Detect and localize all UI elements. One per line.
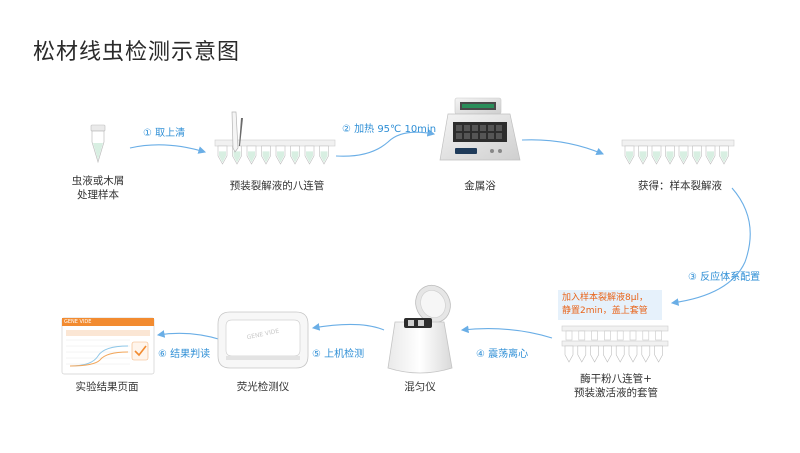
- label-mixer: 混匀仪: [404, 381, 436, 393]
- arrow-4: [670, 187, 751, 306]
- label-metal-bath: 金属浴: [464, 180, 496, 192]
- step-4-label: ④ 震荡离心: [476, 349, 529, 360]
- step-5-label: ⑤ 上机检测: [312, 349, 365, 360]
- reaction-note: 加入样本裂解液8μl， 静置2min，盖上套管: [558, 290, 662, 320]
- label-sample: 虫液或木屑处理样本: [71, 175, 125, 201]
- tube-liquid: [219, 151, 226, 163]
- check-icon: [134, 345, 147, 357]
- tube-liquid: [233, 151, 241, 163]
- result-page-icon: [61, 317, 155, 375]
- label-enzyme-strip: 酶干粉八连管+预装激活液的套管: [574, 373, 658, 399]
- label-preload-strip: 预装裂解液的八连管: [229, 180, 325, 192]
- step-6-label: ⑥ 结果判读: [158, 349, 211, 360]
- strip-tube: [654, 345, 663, 363]
- tube-cap: [616, 330, 624, 341]
- strip-tube: [641, 345, 651, 363]
- strip-tube: [603, 345, 612, 363]
- metal-bath-icon: [439, 97, 521, 161]
- arrow-5: [460, 325, 553, 339]
- arrow-7: [156, 330, 223, 341]
- tube-liquid: [277, 151, 284, 163]
- tube-liquid: [248, 151, 255, 163]
- note-line-1: 加入样本裂解液8μl，: [562, 293, 648, 303]
- tube-liquid: [626, 151, 633, 163]
- tube-cap: [578, 330, 586, 341]
- arrow-1: [129, 144, 207, 154]
- strip-tube: [615, 345, 625, 363]
- fluorescence-device-icon: [217, 311, 309, 369]
- tube-liquid: [693, 151, 701, 163]
- tube-liquid: [680, 151, 687, 163]
- strip-tube: [590, 345, 599, 363]
- tube-cap: [565, 330, 573, 341]
- strip-tube: [564, 345, 574, 363]
- tube-liquid: [707, 151, 714, 163]
- tube-liquid: [306, 151, 313, 163]
- step-3-label: ③ 反应体系配置: [688, 272, 761, 283]
- tube-liquid: [666, 151, 674, 163]
- arrow-2: [335, 129, 436, 157]
- tube-cap: [642, 330, 650, 341]
- arrow-6: [311, 323, 385, 331]
- result-logo-text: GENE VIDE: [64, 319, 92, 325]
- step-1-label: ① 取上清: [143, 128, 186, 139]
- tube-liquid: [262, 151, 270, 163]
- tube-liquid: [720, 151, 728, 163]
- arrow-3: [521, 139, 605, 155]
- tube-cap: [655, 330, 662, 341]
- page-title: 松材线虫检测示意图: [33, 40, 241, 65]
- enzyme-strip-icon: [561, 325, 669, 363]
- tube-cap: [591, 330, 598, 341]
- mixer-icon: [387, 284, 453, 374]
- tube-liquid: [639, 151, 647, 163]
- label-fluor-device: 荧光检测仪: [236, 381, 290, 393]
- flow-arrows: [129, 129, 751, 341]
- lysate-strip-icon: [621, 139, 735, 165]
- tube-liquid: [320, 151, 328, 163]
- tube-cap: [604, 330, 611, 341]
- pipette-icon: [231, 111, 243, 153]
- sample-tube-icon: [90, 124, 106, 164]
- strip-tube: [628, 345, 638, 363]
- step-2-label: ② 加热 95℃ 10min: [342, 124, 437, 135]
- tube-cap: [629, 330, 637, 341]
- label-result-page: 实验结果页面: [75, 381, 139, 393]
- tube-liquid: [291, 151, 299, 163]
- label-lysate: 获得：样本裂解液: [638, 180, 722, 192]
- strip-tube: [577, 345, 587, 363]
- note-line-2: 静置2min，盖上套管: [562, 306, 648, 316]
- tube-liquid: [653, 151, 660, 163]
